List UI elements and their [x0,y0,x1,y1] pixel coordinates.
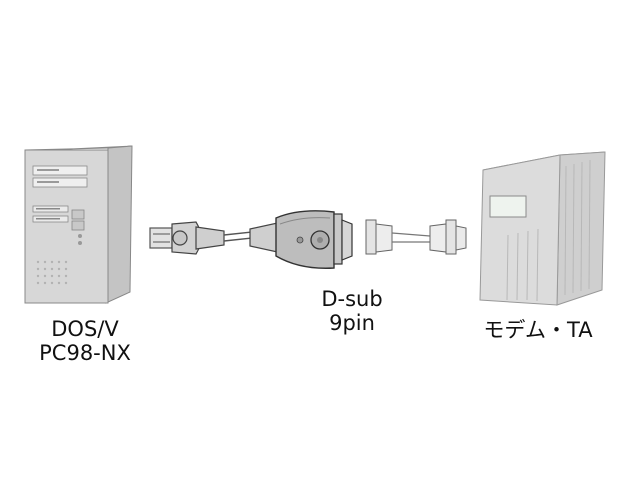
converter-body-icon [249,210,353,269]
dsub-adapter-icon [365,219,467,255]
pc-label: DOS/V PC98-NX [10,317,160,365]
pc-tower-icon [24,145,133,304]
dsub-label: D-sub 9pin [307,287,397,335]
modem-label: モデム・TA [483,318,593,342]
dsub-label-line1: D-sub [321,287,383,311]
pc-label-line1: DOS/V [51,317,119,341]
modem-tower-icon [479,151,606,306]
usb-plug-icon [149,221,225,255]
pc-label-line2: PC98-NX [39,341,131,365]
dsub-label-line2: 9pin [329,311,375,335]
